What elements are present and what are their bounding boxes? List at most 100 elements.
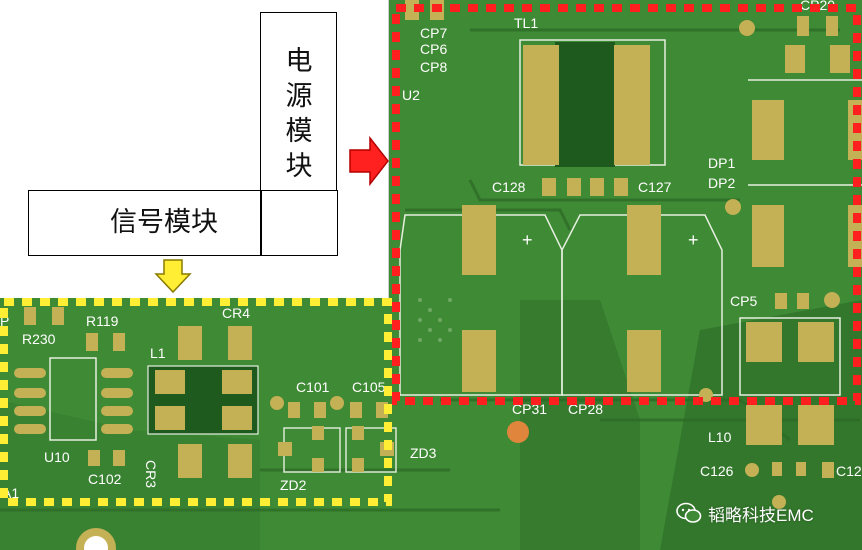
silk-cr3: CR3 (143, 460, 159, 488)
via-dots (418, 298, 452, 342)
silk-u10: U10 (44, 449, 70, 465)
silk-c127: C127 (638, 179, 672, 195)
pad (752, 100, 784, 160)
wechat-icon (676, 502, 702, 523)
tl1-body (555, 42, 615, 167)
silk-l10: L10 (708, 429, 732, 445)
silk-c126: C126 (700, 463, 734, 479)
pad (785, 45, 805, 73)
cap-pad (627, 205, 661, 275)
c128-pad (542, 178, 556, 196)
silk-cp6: CP6 (420, 41, 447, 57)
yellow-arrow-icon (154, 259, 192, 294)
silk-c102: C102 (88, 471, 122, 487)
signal-module-label: 信号模块 (110, 207, 218, 238)
pad (772, 462, 782, 476)
pad (312, 458, 324, 472)
cap-pad (627, 330, 661, 392)
signal-components (14, 307, 397, 550)
signal-module-box (28, 190, 338, 256)
cap-pad (462, 205, 496, 275)
power-zone-border (392, 4, 861, 405)
pad (228, 326, 252, 360)
c127-pad (590, 178, 604, 196)
box-divider (260, 190, 262, 256)
via (330, 396, 344, 410)
pad (113, 333, 125, 351)
pad (822, 462, 834, 478)
c127-pad (614, 178, 628, 196)
silkscreen-labels: CP7 CP6 CP8 U2 TL1 CP20 C128 C127 DP1 DP… (0, 0, 862, 501)
tl1-pad-right (614, 45, 650, 165)
pad (52, 307, 64, 325)
test-point-cp31 (507, 421, 529, 443)
via (270, 396, 284, 410)
silk-r230: R230 (22, 331, 56, 347)
copper-region-dark-3 (0, 400, 260, 550)
pad (155, 370, 185, 394)
pad (796, 462, 806, 476)
silk-zd2: ZD2 (280, 477, 307, 493)
pad (222, 406, 252, 430)
pad (775, 293, 787, 309)
red-arrow-icon (349, 136, 389, 186)
pad (314, 402, 326, 418)
tl1-pad-left (523, 45, 559, 165)
mount-hole-inner (84, 536, 108, 550)
silk-plus-2: + (688, 230, 699, 250)
copper-region-dark (520, 300, 640, 550)
pad (222, 370, 252, 394)
silk-c105: C105 (352, 379, 386, 395)
pad (86, 333, 98, 351)
silk-u2: U2 (402, 87, 420, 103)
pad (178, 444, 202, 478)
power-module-char: 块 (285, 151, 313, 182)
u10-pins (14, 368, 133, 434)
power-module-label: 电 源 模 块 (272, 44, 326, 184)
pad (178, 326, 202, 360)
pad (312, 426, 324, 440)
silk-c128: C128 (492, 179, 526, 195)
silk-dp1: DP1 (708, 155, 735, 171)
watermark: 韬略科技EMC (676, 500, 814, 526)
pad (798, 322, 834, 362)
pad (352, 426, 364, 440)
zd3-outline (345, 427, 397, 473)
pad (155, 406, 185, 430)
silk-r119: R119 (86, 313, 119, 329)
silk-dp2: DP2 (708, 175, 735, 191)
pad (797, 16, 809, 36)
pad (746, 322, 782, 362)
silk-cr4: CR4 (222, 305, 250, 321)
pad (352, 458, 364, 472)
pad (350, 402, 362, 418)
silk-cp8: CP8 (420, 59, 447, 75)
signal-zone-border (0, 298, 392, 506)
silk-plus-1: + (522, 230, 533, 250)
pad (830, 45, 850, 73)
power-module-char: 模 (285, 116, 313, 147)
pad (113, 450, 125, 466)
silk-zd3: ZD3 (410, 445, 437, 461)
silk-p: P (0, 313, 9, 329)
pad (228, 444, 252, 478)
power-module-char: 电 (285, 46, 313, 77)
c128-pad (567, 178, 581, 196)
pad (88, 450, 100, 466)
watermark-text: 韬略科技EMC (708, 505, 814, 525)
silk-l1: L1 (150, 345, 166, 361)
pad (746, 405, 782, 445)
silk-cp7: CP7 (420, 25, 447, 41)
silk-cp5: CP5 (730, 293, 757, 309)
pad (288, 402, 300, 418)
silk-tl1: TL1 (514, 15, 538, 31)
cap-pad (462, 330, 496, 392)
pad (797, 293, 809, 309)
power-module-char: 源 (285, 81, 313, 112)
pad (24, 307, 36, 325)
silk-c101: C101 (296, 379, 330, 395)
pad (798, 405, 834, 445)
pad (826, 16, 838, 36)
silk-c12: C12 (836, 463, 862, 479)
